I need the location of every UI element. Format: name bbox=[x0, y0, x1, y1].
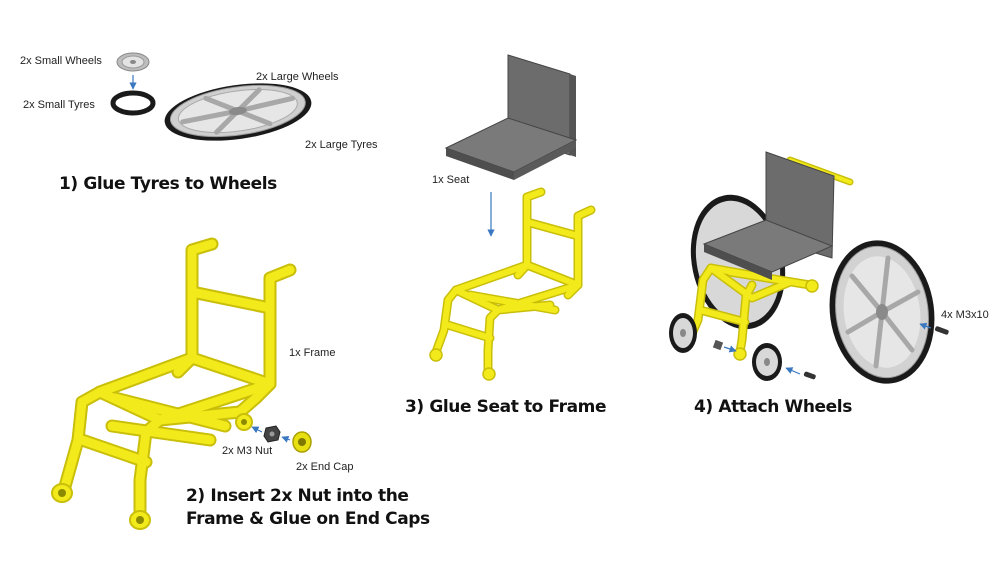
nut-arrow bbox=[251, 426, 263, 434]
screw-arrow-2 bbox=[785, 367, 801, 375]
small-wheel-part bbox=[116, 52, 150, 72]
small-tyres-label: 2x Small Tyres bbox=[23, 99, 95, 111]
nut-label: 2x M3 Nut bbox=[222, 445, 273, 457]
step-2-title-line2: Frame & Glue on End Caps bbox=[186, 509, 430, 529]
assembled-seat bbox=[702, 151, 835, 280]
large-wheel-part bbox=[164, 83, 312, 141]
end-cap-arrow bbox=[281, 435, 291, 443]
frame-label: 1x Frame bbox=[289, 347, 336, 359]
seat-part bbox=[444, 54, 578, 180]
end-cap-part bbox=[292, 431, 312, 453]
step-3-title: 3) Glue Seat to Frame bbox=[405, 397, 607, 417]
screws-label: 4x M3x10 bbox=[941, 309, 989, 321]
screw-arrow-1 bbox=[723, 345, 737, 353]
frame-with-seat-target bbox=[429, 187, 596, 381]
frame-part bbox=[51, 237, 297, 530]
small-wheels-label: 2x Small Wheels bbox=[20, 55, 102, 67]
m3-screw-parts bbox=[712, 326, 949, 380]
step-1-title: 1) Glue Tyres to Wheels bbox=[59, 174, 277, 194]
screw-arrow-3 bbox=[919, 322, 932, 330]
right-large-wheel bbox=[829, 240, 935, 384]
small-tyre-part bbox=[110, 90, 156, 116]
step-2-title-line1: 2) Insert 2x Nut into the bbox=[186, 486, 409, 506]
large-wheels-label: 2x Large Wheels bbox=[256, 71, 339, 83]
seat-label: 1x Seat bbox=[432, 174, 470, 186]
step-4-title: 4) Attach Wheels bbox=[694, 397, 852, 417]
m3-nut-part bbox=[263, 425, 281, 443]
front-right-small-wheel bbox=[752, 343, 782, 381]
large-tyres-label: 2x Large Tyres bbox=[305, 139, 378, 151]
front-left-small-wheel bbox=[669, 313, 697, 353]
end-cap-label: 2x End Cap bbox=[296, 461, 354, 473]
